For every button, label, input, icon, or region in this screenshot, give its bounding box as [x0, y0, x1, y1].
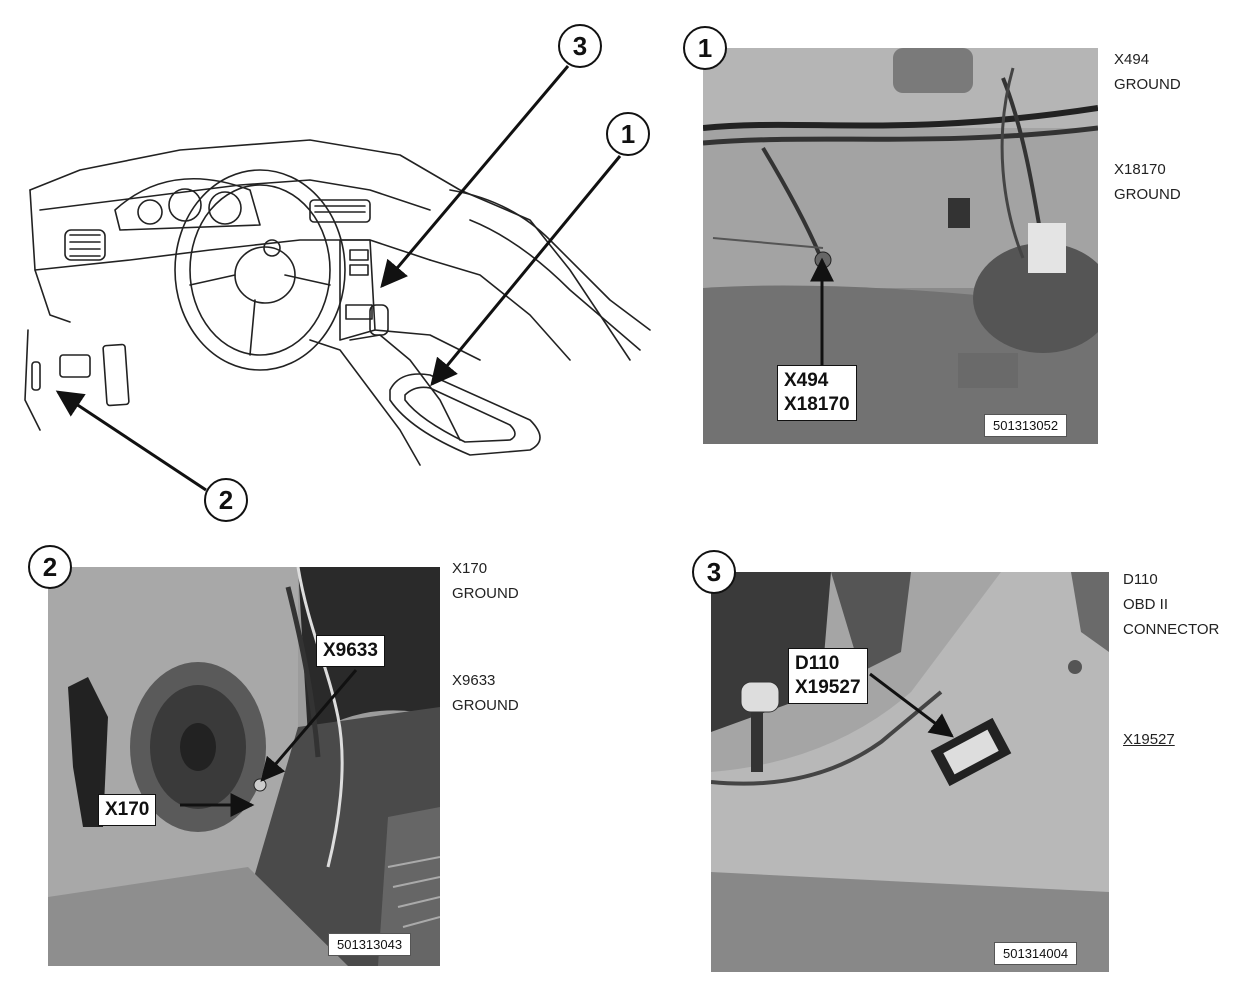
panel-2-photo — [48, 567, 440, 966]
overview-callout-arrows — [55, 65, 622, 492]
overview-callout-1: 1 — [606, 112, 650, 156]
dashboard-overview-illustration — [10, 100, 660, 470]
panel-2-label-x170: X170 — [98, 794, 157, 826]
panel-1-arrow — [810, 257, 834, 365]
panel-1-image-code: 501313052 — [984, 414, 1068, 437]
panel-1-label-x18170: X18170 GROUND — [1114, 161, 1181, 203]
overview-callout-3: 3 — [558, 24, 602, 68]
panel-1-number: 1 — [683, 26, 727, 70]
panel-2-label-x9633-ground: X9633 GROUND — [452, 672, 519, 714]
panel-2-number: 2 — [28, 545, 72, 589]
panel-2-arrows — [180, 669, 358, 817]
panel-3-label-x19527: X19527 — [1123, 731, 1175, 748]
overview-callout-2: 2 — [204, 478, 248, 522]
panel-3-connector-label: D110 X19527 — [788, 648, 868, 704]
panel-2-image-code: 501313043 — [328, 933, 412, 956]
panel-3-photo — [711, 572, 1109, 972]
panel-3-number: 3 — [692, 550, 736, 594]
panel-3-arrow — [869, 672, 954, 738]
panel-3-label-d110: D110 OBD II CONNECTOR — [1123, 571, 1220, 638]
panel-3-image-code: 501314004 — [994, 942, 1078, 965]
panel-1-connector-label: X494 X18170 — [777, 365, 857, 421]
panel-2-label-x170-ground: X170 GROUND — [452, 560, 519, 602]
panel-2-label-x9633: X9633 — [316, 635, 385, 667]
panel-1-label-x494: X494 GROUND — [1114, 51, 1181, 93]
